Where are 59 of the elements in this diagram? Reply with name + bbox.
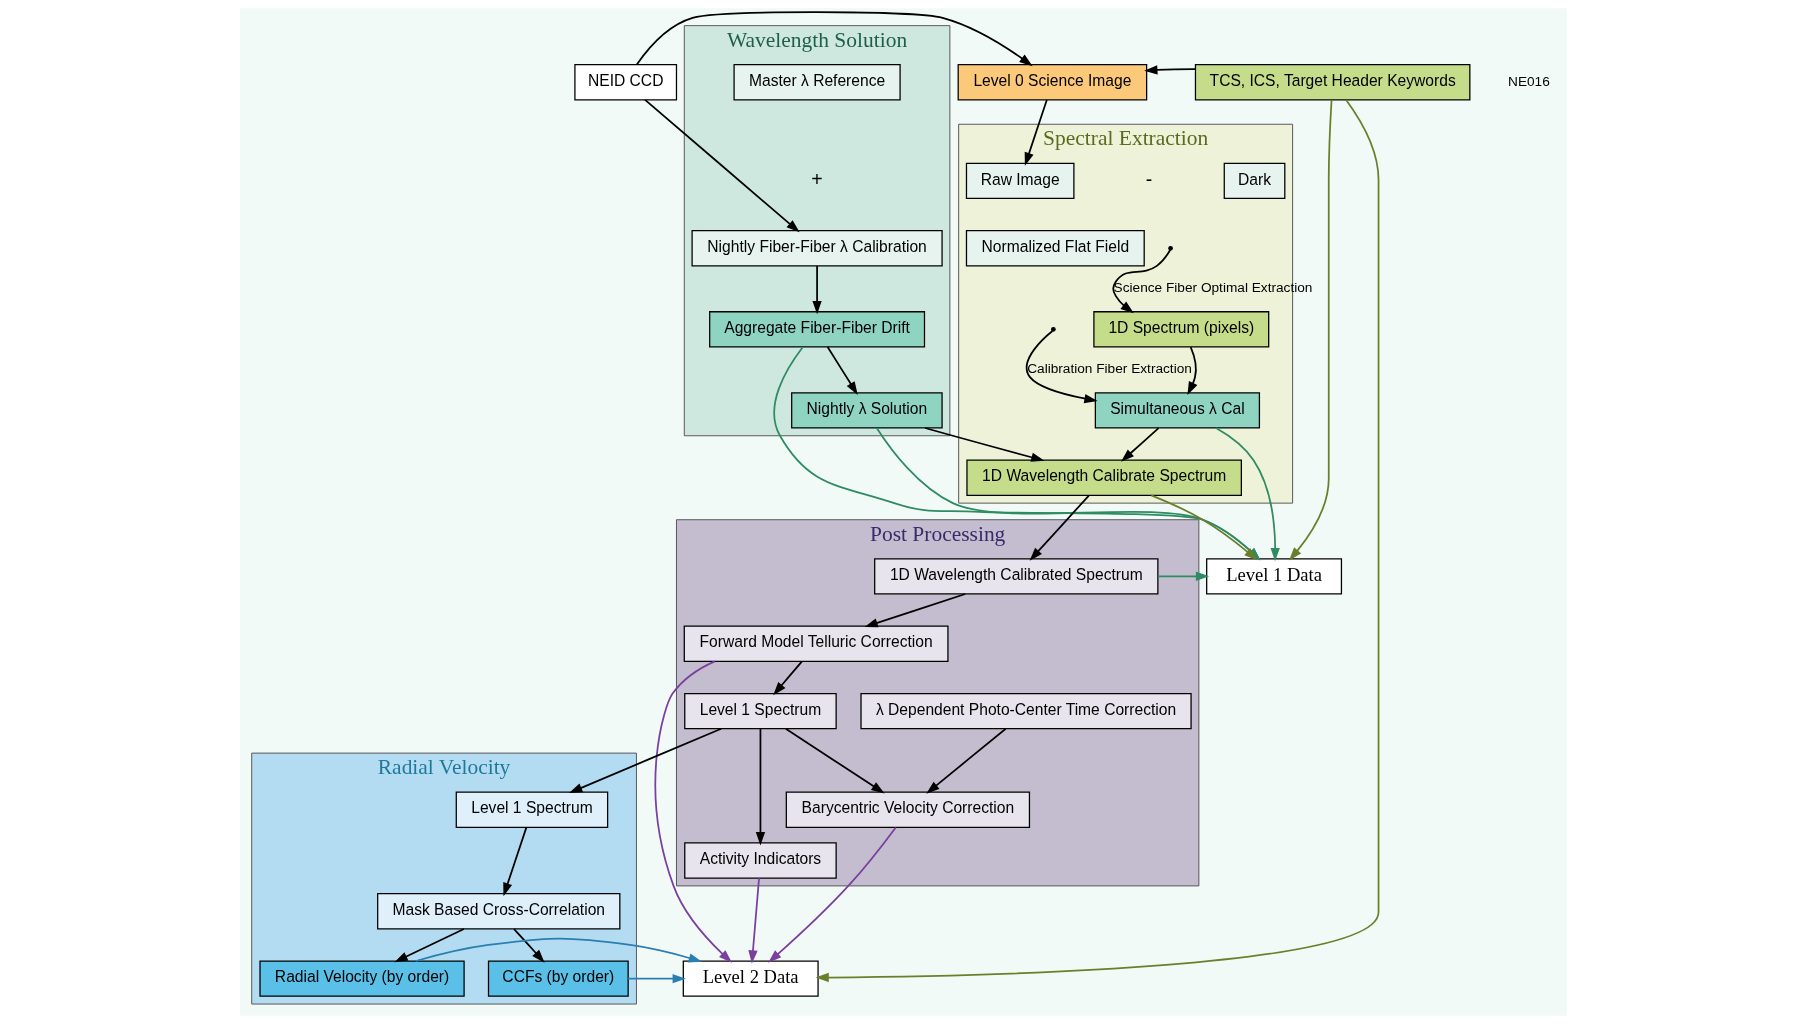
label: NE016 — [1507, 73, 1550, 89]
node-box: Level 1 Spectrum — [455, 791, 608, 828]
node-box: Level 0 Science Image — [957, 64, 1147, 101]
arrow — [772, 660, 803, 696]
arrow — [1111, 249, 1171, 314]
arrow — [643, 99, 800, 233]
node-box: Barycentric Velocity Correction — [785, 791, 1030, 828]
arrow — [1025, 330, 1098, 404]
arrow — [1149, 494, 1257, 561]
node-box: Level 1 Spectrum — [683, 692, 837, 730]
node-box: Simultaneous λ Cal — [1094, 392, 1260, 429]
label: - — [1145, 167, 1152, 190]
label: + — [810, 167, 823, 190]
node-box: TCS, ICS, Target Header Keywords — [1194, 64, 1470, 101]
node-box: Level 1 Data — [1205, 558, 1342, 595]
arrow — [755, 727, 765, 846]
arrow — [1143, 65, 1196, 75]
node-box: Mask Based Cross-Correlation — [376, 893, 620, 930]
arrow — [784, 727, 885, 794]
arrow — [815, 99, 1379, 983]
arrow — [811, 265, 822, 315]
node-box: Radial Velocity (by order) — [258, 960, 465, 997]
node-box: CCFs (by order) — [487, 960, 629, 997]
node-box: Aggregate Fiber-Fiber Drift — [708, 311, 925, 348]
node-box: Dark — [1223, 162, 1285, 200]
arrow — [767, 826, 897, 963]
node-box: Master λ Reference — [732, 64, 901, 101]
arrow — [635, 11, 1033, 67]
node-box: Nightly Fiber-Fiber λ Calibration — [690, 230, 943, 267]
arrow — [393, 928, 465, 963]
arrow — [654, 660, 732, 963]
arrow — [1186, 346, 1197, 396]
arrow — [502, 826, 527, 897]
arrow — [826, 346, 858, 395]
arrow — [414, 937, 702, 963]
arrow — [1024, 99, 1048, 166]
node-box: 1D Spectrum (pixels) — [1092, 311, 1269, 348]
node-box: Normalized Flat Field — [965, 230, 1145, 267]
arrow — [1288, 99, 1332, 561]
arrow — [864, 593, 966, 628]
node-box: Level 2 Data — [682, 960, 819, 997]
arrow — [925, 727, 1007, 794]
node-box: Forward Model Telluric Correction — [683, 625, 949, 662]
arrow — [1156, 571, 1209, 582]
node-box: Activity Indicators — [683, 842, 837, 879]
arrow — [747, 877, 760, 964]
arrow — [923, 427, 1044, 462]
arrow — [1029, 494, 1090, 561]
arrow — [626, 974, 686, 984]
arrow — [512, 928, 545, 963]
node-box: Raw Image — [965, 162, 1075, 200]
node-box: 1D Wavelength Calibrate Spectrum — [965, 459, 1242, 496]
node-box: NEID CCD — [573, 64, 677, 101]
node-box: λ Dependent Photo-Center Time Correction — [859, 692, 1192, 730]
node-box: Nightly λ Solution — [790, 392, 943, 429]
arrow — [568, 727, 722, 794]
edge-label: Calibration Fiber Extraction — [1026, 361, 1192, 377]
arrow — [1120, 427, 1159, 462]
node-box: 1D Wavelength Calibrated Spectrum — [873, 558, 1158, 595]
